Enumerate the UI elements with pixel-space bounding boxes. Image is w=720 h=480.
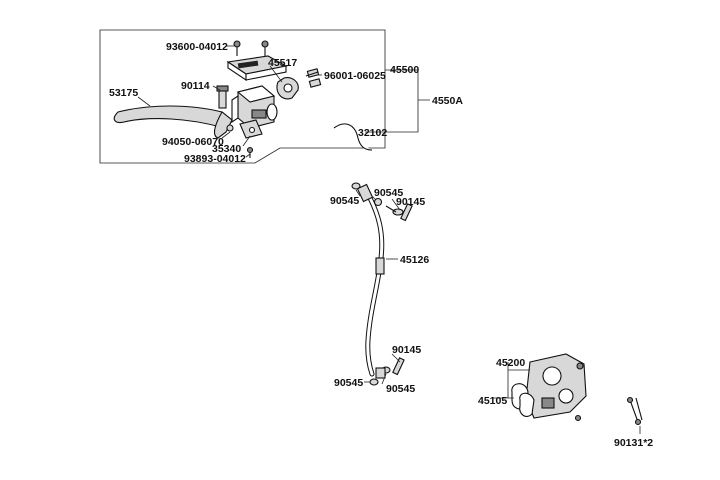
hose-top-fitting-part — [351, 182, 404, 216]
label-90545-bottom-left: 90545 — [334, 377, 363, 389]
label-96001-06025: 96001-06025 — [324, 70, 386, 82]
switch-wire-part — [333, 123, 373, 151]
label-90545-bottom-right: 90545 — [386, 383, 415, 395]
group-bracket-line — [365, 69, 430, 133]
label-32102: 32102 — [358, 127, 387, 139]
label-90145-top: 90145 — [396, 196, 425, 208]
label-45500: 45500 — [390, 64, 419, 76]
label-94050-06070: 94050-06070 — [162, 136, 224, 148]
master-cylinder-body-part — [231, 85, 278, 129]
label-45517: 45517 — [268, 57, 297, 69]
label-45200: 45200 — [496, 357, 525, 369]
nut-part — [226, 124, 234, 132]
label-53175: 53175 — [109, 87, 138, 99]
hose-bottom-fitting-part — [369, 366, 391, 386]
hose-joint-part — [375, 257, 385, 275]
brake-lever-part — [113, 105, 233, 139]
small-screw-part — [246, 146, 254, 158]
brake-switch-part — [239, 119, 263, 139]
bolt-part — [305, 68, 322, 88]
brake-pad-part — [511, 383, 535, 417]
reservoir-cap-part — [226, 55, 288, 82]
label-90145-bottom: 90145 — [392, 344, 421, 356]
label-90114: 90114 — [181, 80, 210, 92]
screw-part — [233, 40, 269, 56]
label-45105: 45105 — [478, 395, 507, 407]
label-93893-04012: 93893-04012 — [184, 153, 246, 165]
label-45126: 45126 — [400, 254, 429, 266]
banjo-bolt-part — [392, 203, 413, 376]
caliper-pin-part — [626, 396, 643, 426]
brake-caliper-part — [525, 353, 587, 422]
label-90131-x2: 90131*2 — [614, 437, 653, 449]
label-35340: 35340 — [212, 143, 241, 155]
master-cylinder-group-frame — [99, 29, 386, 164]
label-93600-04012: 93600-04012 — [166, 41, 228, 53]
clamp-part — [276, 77, 299, 100]
label-90545-top-left: 90545 — [330, 195, 359, 207]
leader-lines — [137, 45, 641, 434]
label-90545-top-right: 90545 — [374, 187, 403, 199]
brake-hose-inner — [366, 196, 384, 376]
label-4550A: 4550A — [432, 95, 463, 107]
